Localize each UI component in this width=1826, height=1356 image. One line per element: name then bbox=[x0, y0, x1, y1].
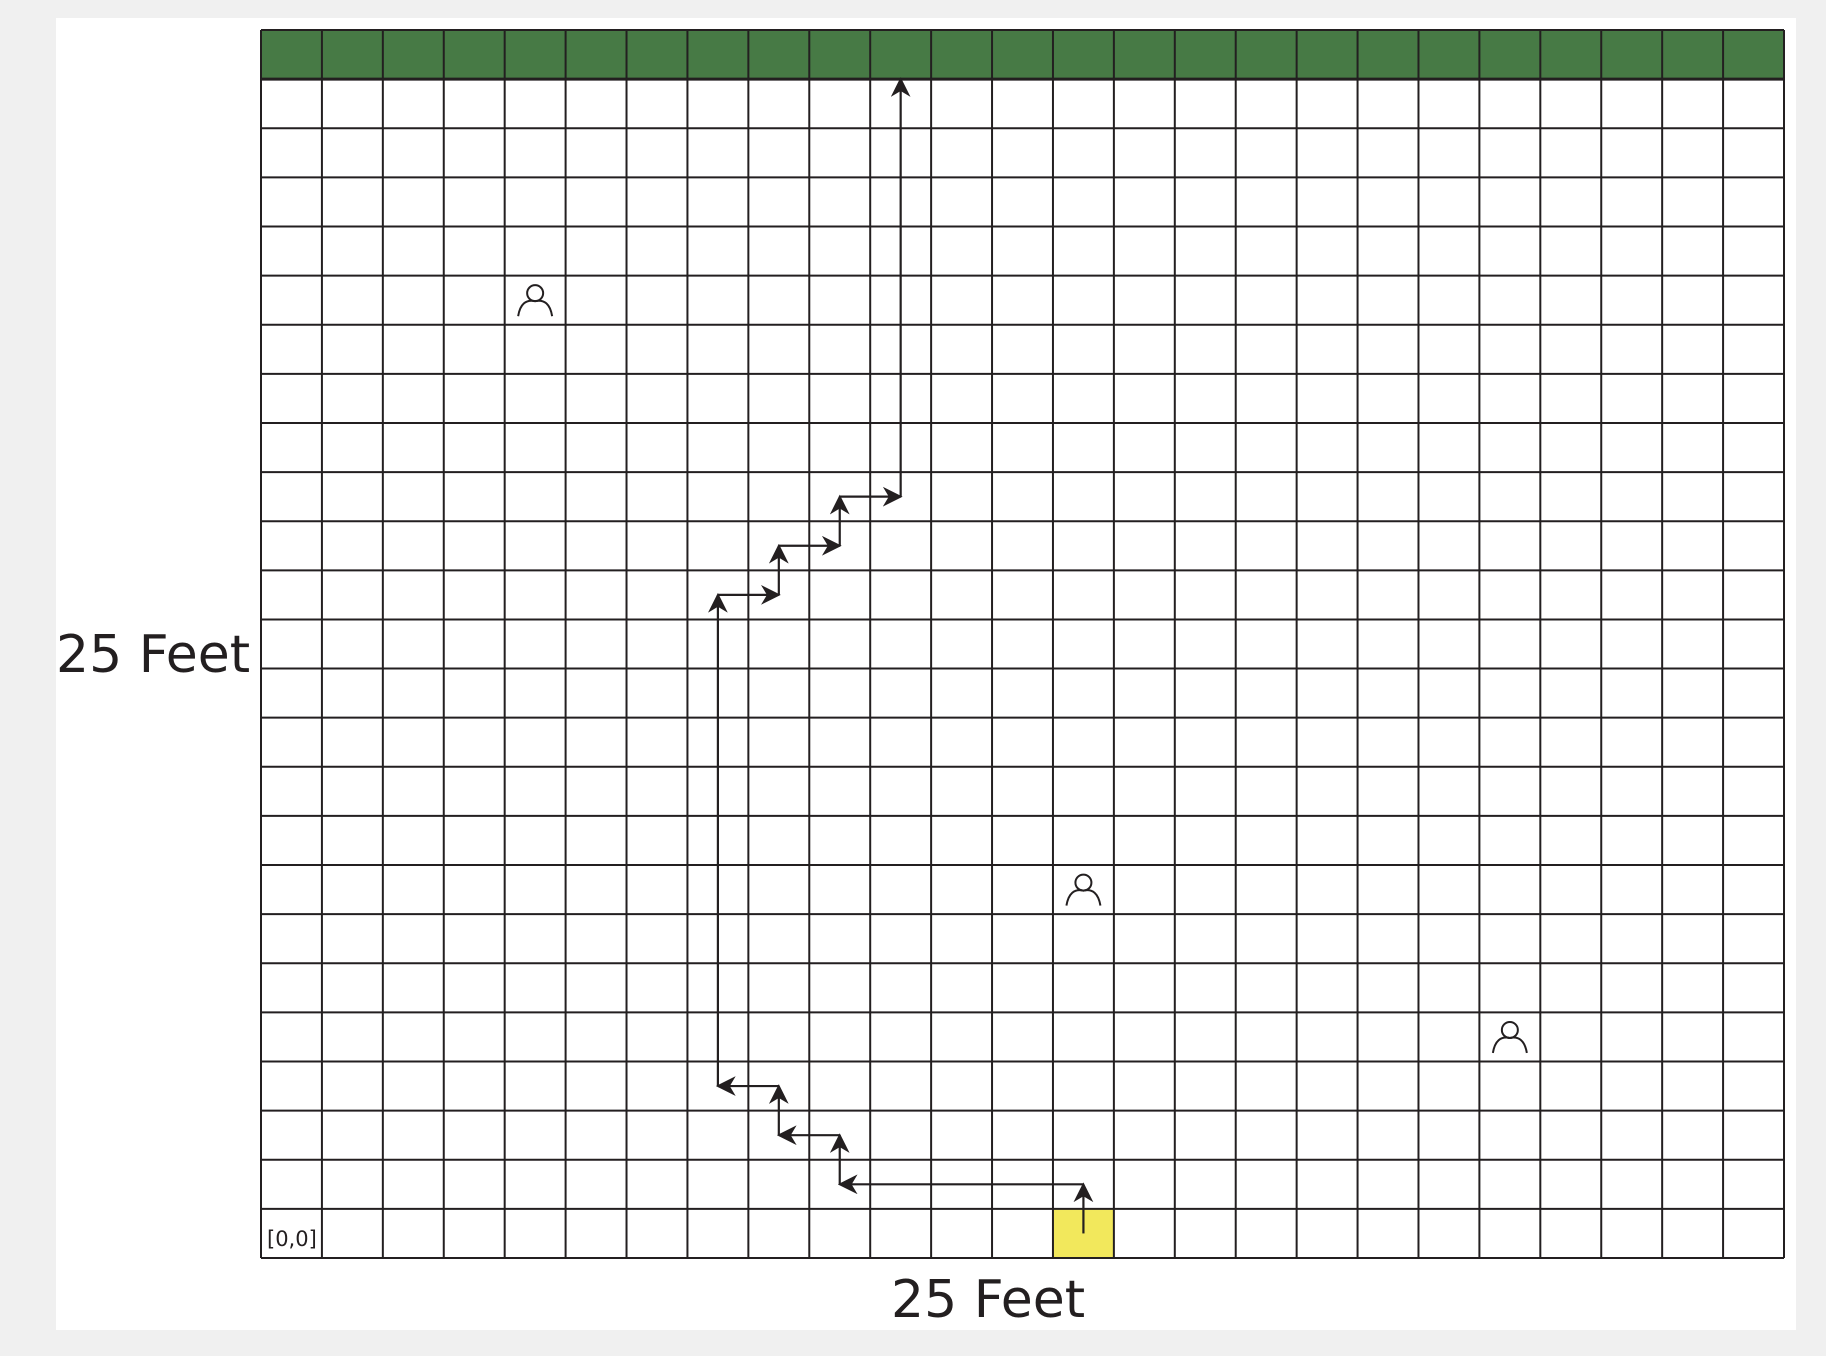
cell-fills bbox=[261, 30, 1784, 1258]
y-axis-label: 25 Feet bbox=[56, 625, 251, 685]
person-icon bbox=[1491, 1020, 1528, 1054]
grid-map: [0,0] bbox=[260, 29, 1785, 1259]
x-axis-label: 25 Feet bbox=[891, 1270, 1086, 1330]
grid-lines bbox=[260, 29, 1785, 1259]
person-icon bbox=[1065, 873, 1102, 906]
route-path bbox=[708, 77, 1094, 1234]
person-markers bbox=[517, 284, 1528, 1054]
person-icon bbox=[517, 284, 554, 317]
top-band bbox=[261, 30, 1784, 80]
diagram-canvas: 25 Feet 25 Feet [0,0] bbox=[56, 18, 1796, 1330]
origin-label: [0,0] bbox=[267, 1227, 317, 1251]
